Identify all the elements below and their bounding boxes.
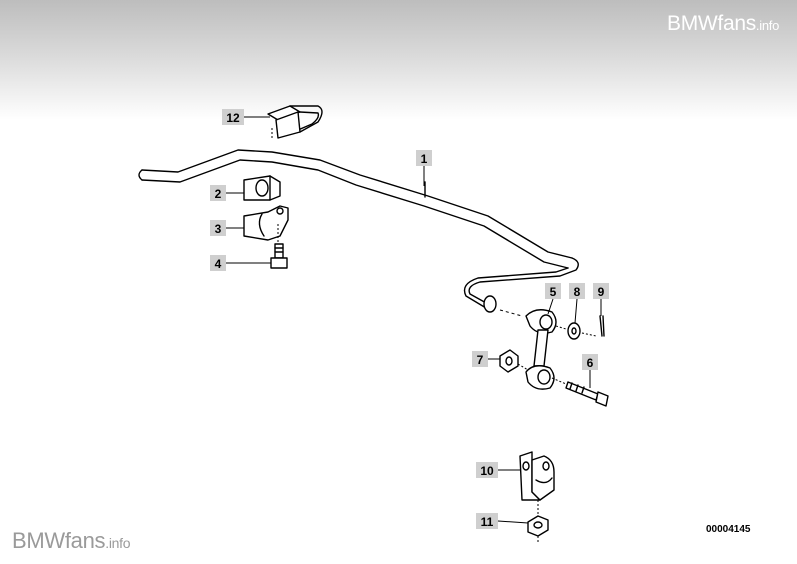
callout-7: 7 [472,351,500,367]
part-12-bracket-clip[interactable] [267,105,323,140]
callout-4: 4 [210,255,271,271]
callout-2-label: 2 [215,187,222,201]
callout-6-label: 6 [587,356,594,370]
callout-11-label: 11 [481,515,494,529]
watermark-suffix: .info [105,535,131,551]
part-10-bracket[interactable] [519,451,555,516]
callout-7-label: 7 [477,353,484,367]
part-9-cotter-pin[interactable] [581,315,605,337]
part-6-link-bolt[interactable] [551,377,609,407]
callout-9-label: 9 [598,285,605,299]
callout-3: 3 [210,220,244,236]
callout-11: 11 [476,513,529,529]
part-7-nut[interactable] [499,349,529,373]
part-8-washer[interactable] [555,322,581,340]
callout-8: 8 [569,283,585,324]
watermark-brand: BMWfans [12,528,106,553]
callout-10: 10 [476,462,520,478]
diagram-id: 00004145 [706,524,751,535]
callout-1: 1 [416,150,432,186]
part-11-nut[interactable] [527,515,549,544]
callout-3-label: 3 [215,222,222,236]
part-1-stabilizer-bar[interactable] [138,149,579,313]
callout-12-label: 12 [226,111,240,125]
part-3-clamp[interactable] [243,205,289,244]
callout-6: 6 [582,354,598,388]
callout-4-label: 4 [215,257,222,271]
callout-9: 9 [593,283,609,316]
callout-5-label: 5 [550,285,557,299]
watermark-brand: BMWfans [667,12,756,35]
watermark-bottom: BMWfans.info [12,528,131,554]
callout-8-label: 8 [574,285,581,299]
header-gradient [0,0,797,120]
watermark-top: BMWfans.info [667,12,779,36]
watermark-suffix: .info [755,18,779,33]
callout-12: 12 [222,109,270,125]
callout-10-label: 10 [480,464,494,478]
callout-1-label: 1 [421,152,428,166]
part-2-rubber-mount[interactable] [243,175,281,201]
part-5-link-rod[interactable] [499,309,557,390]
part-4-bolt[interactable] [270,243,288,269]
callout-5: 5 [545,283,561,315]
callout-2: 2 [210,185,244,201]
